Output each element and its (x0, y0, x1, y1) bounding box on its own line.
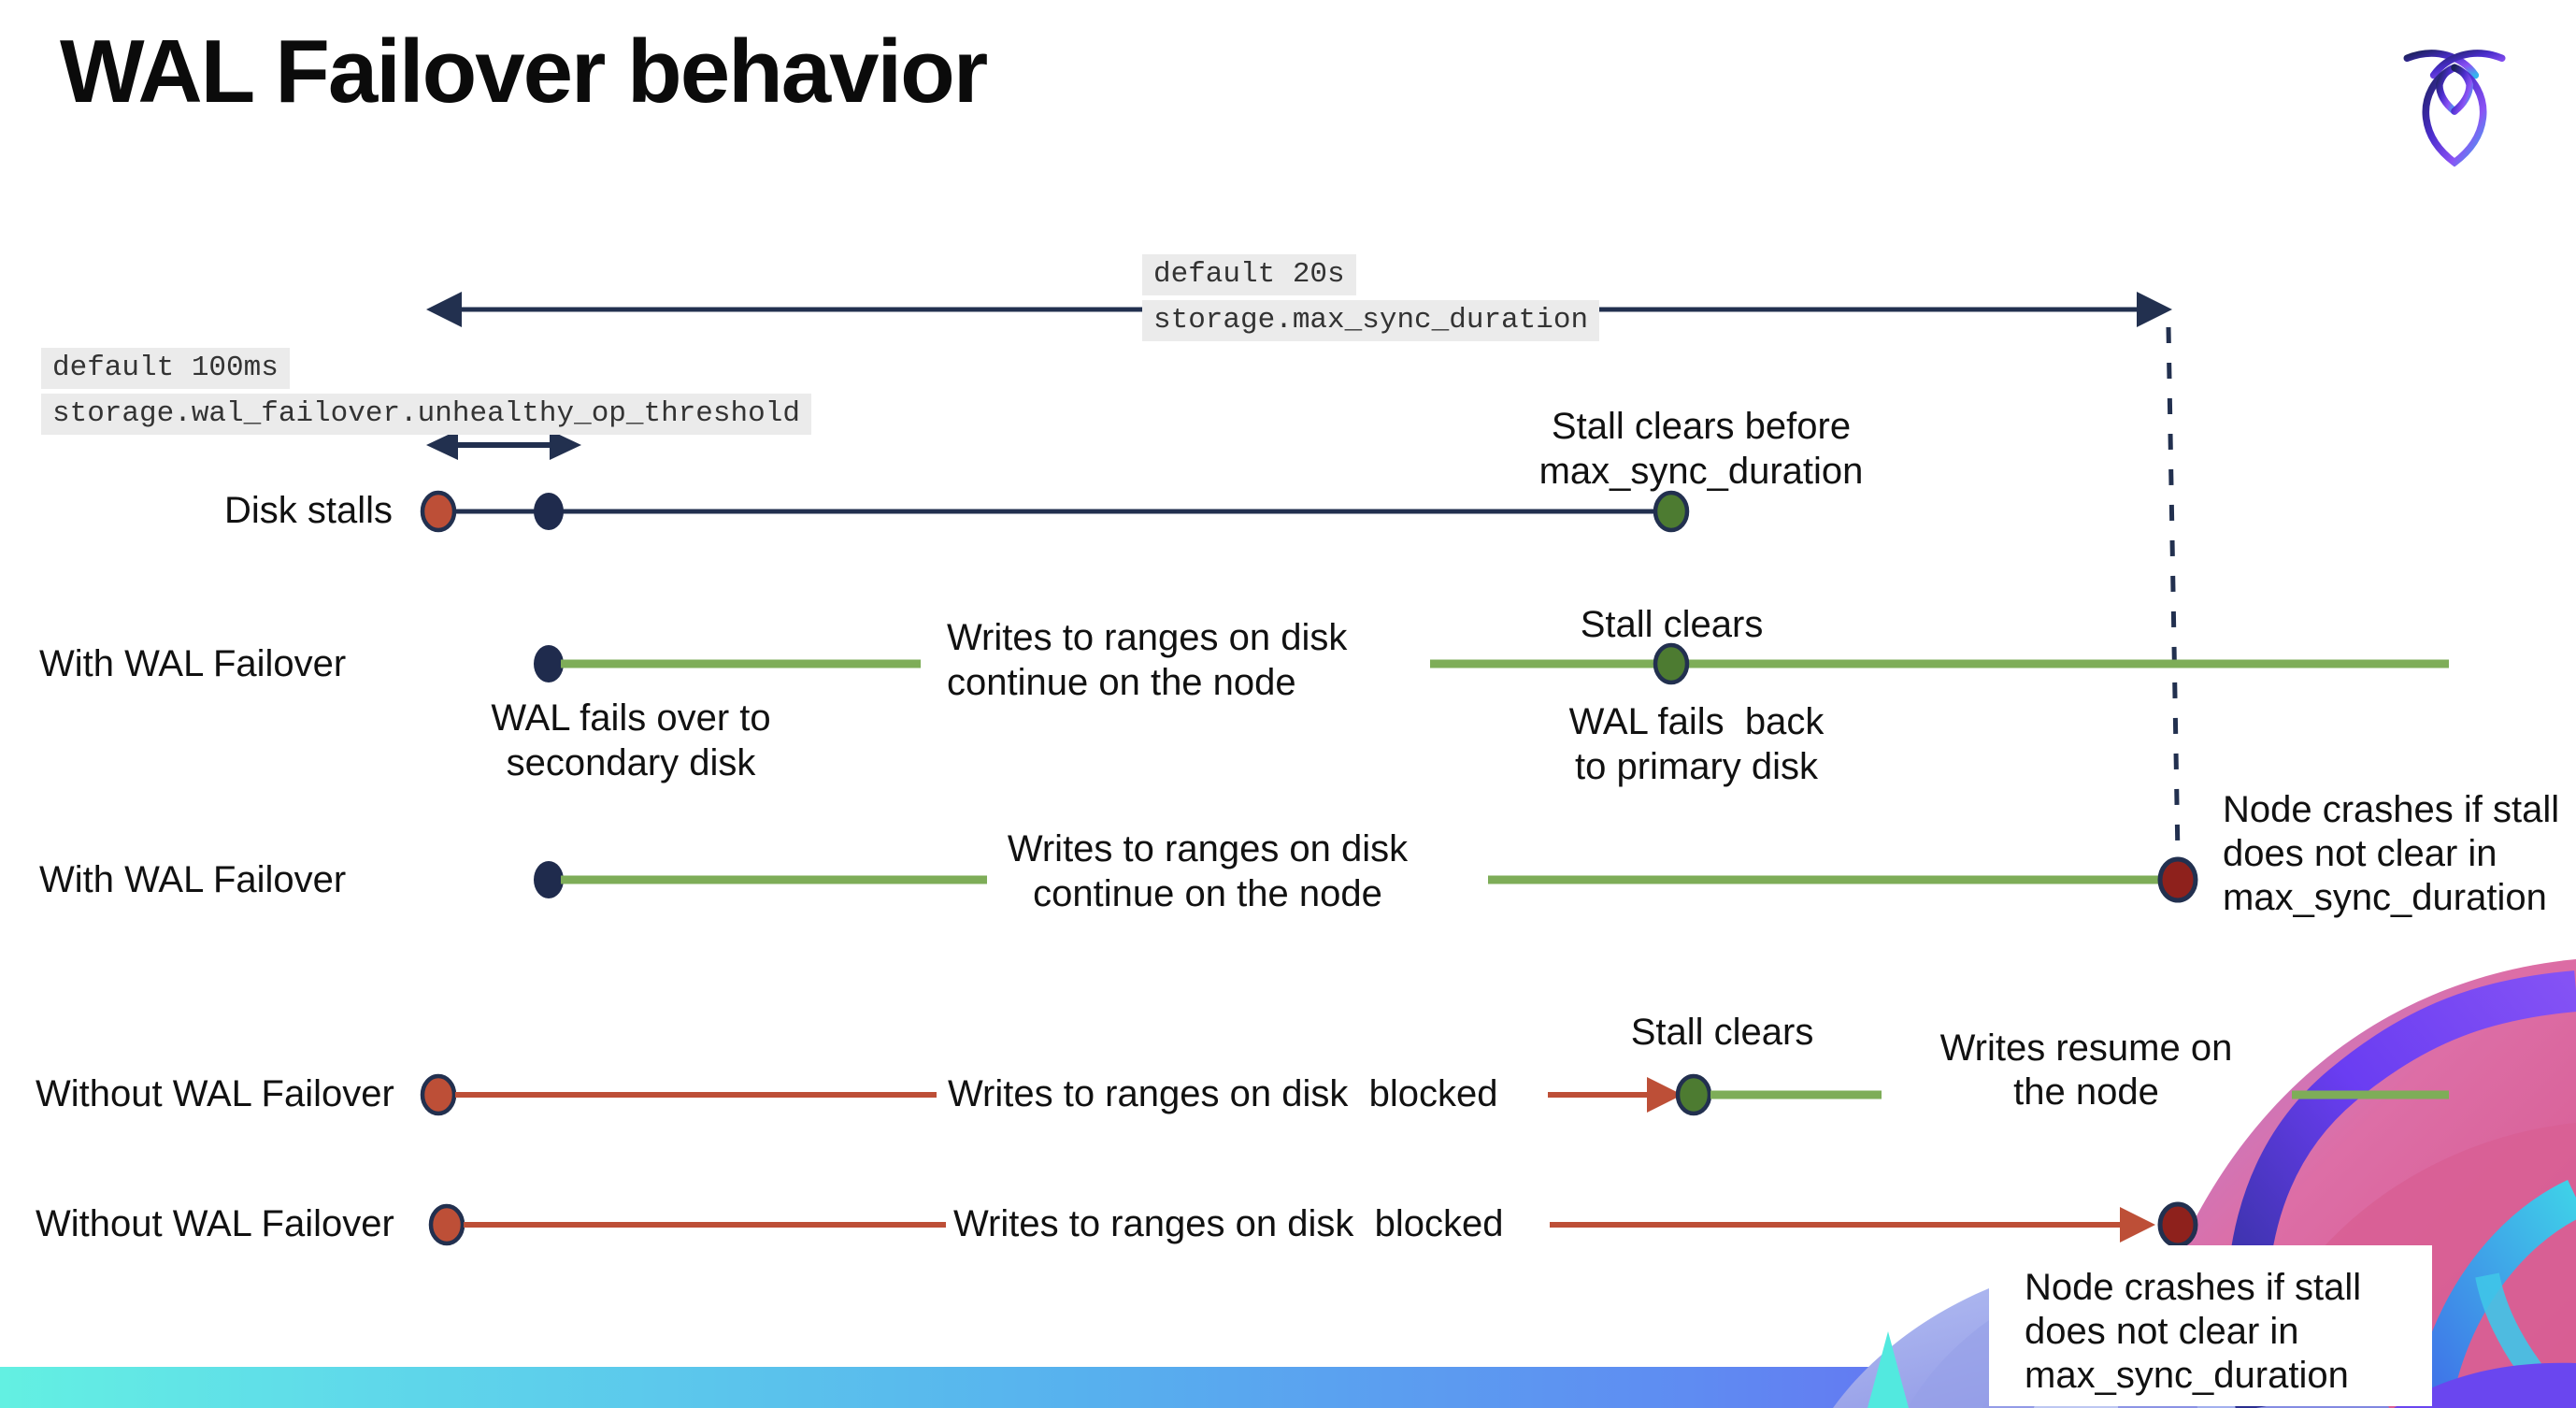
stall-clears-dot-row2 (1653, 642, 1690, 685)
note-stall-clears-row4: Stall clears (1630, 1012, 1814, 1053)
cockroachdb-logo-icon (2403, 50, 2506, 167)
row-label-without-wal-failover-1: Without WAL Failover (36, 1073, 394, 1114)
max-sync-duration-label: default 20s storage.max_sync_duration (1142, 254, 1600, 346)
threshold-default-value: default 100ms (41, 348, 290, 389)
note-writes-blocked-row5: Writes to ranges on disk blocked (953, 1203, 1504, 1244)
threshold-dot (534, 493, 564, 530)
purple-base (2394, 1362, 2576, 1408)
note-writes-blocked-row4: Writes to ranges on disk blocked (948, 1073, 1498, 1114)
logo-vein-left (2435, 64, 2458, 115)
stall-clears-dot-row1 (1653, 490, 1690, 533)
max-sync-setting-name: storage.max_sync_duration (1142, 300, 1600, 341)
note-writes-continue-row2: Writes to ranges on disk continue on the… (947, 617, 1348, 703)
note-wal-fails-over: WAL fails over to secondary disk (491, 697, 771, 783)
unhealthy-op-threshold-label: default 100ms storage.wal_failover.unhea… (41, 348, 811, 439)
crash-dot-row3 (2157, 856, 2198, 903)
row-label-with-wal-failover-1: With WAL Failover (39, 643, 347, 684)
logo-antenna-right (2429, 50, 2506, 79)
red-arrowhead-row4 (1647, 1077, 1682, 1113)
stall-start-dot-row5 (428, 1203, 465, 1246)
stall-start-dot-row4 (420, 1073, 457, 1116)
max-sync-default-value: default 20s (1142, 254, 1356, 295)
stall-clears-dot-row4 (1675, 1073, 1712, 1116)
row-label-disk-stalls: Disk stalls (224, 490, 394, 531)
note-writes-resume: Writes resume on the node (1939, 1027, 2233, 1113)
note-writes-continue-row3: Writes to ranges on disk continue on the… (1007, 828, 1409, 914)
row-label-without-wal-failover-2: Without WAL Failover (36, 1203, 394, 1244)
crash-note-box: Node crashes if stall does not clear in … (1989, 1245, 2432, 1406)
row-label-with-wal-failover-2: With WAL Failover (39, 859, 347, 900)
note-stall-clears-before-max-sync: Stall clears before max_sync_duration (1538, 406, 1864, 492)
note-node-crashes-row3: Node crashes if stall does not clear in … (2223, 789, 2560, 918)
note-stall-clears-row2: Stall clears (1580, 604, 1764, 645)
threshold-setting-name: storage.wal_failover.unhealthy_op_thresh… (41, 394, 811, 435)
failover-dot-row2 (534, 645, 564, 682)
max-sync-arrowhead-right (2137, 292, 2172, 327)
logo-antenna-left (2403, 50, 2480, 79)
cyan-sliver (1868, 1331, 1909, 1408)
note-node-crashes-row5: Node crashes if stall does not clear in … (2025, 1267, 2362, 1396)
logo-vein-right (2451, 64, 2474, 115)
stall-start-dot (420, 490, 457, 533)
note-wal-fails-back: WAL fails back to primary disk (1568, 701, 1825, 787)
page-title: WAL Failover behavior (60, 22, 988, 122)
max-sync-arrowhead-left (426, 292, 462, 327)
failover-dot-row3 (534, 861, 564, 898)
max-sync-dashed-line (2166, 326, 2181, 857)
